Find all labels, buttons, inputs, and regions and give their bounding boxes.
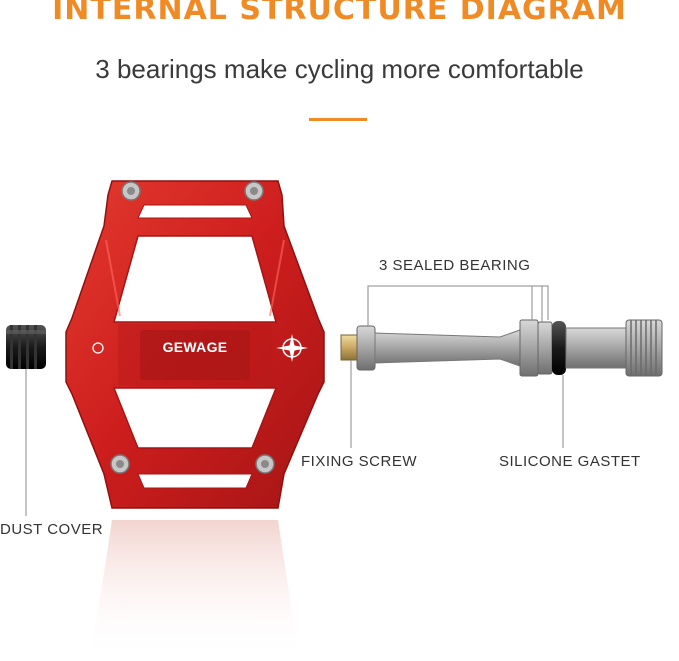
pedal-reflection (90, 520, 300, 661)
pedal-axle (341, 320, 662, 376)
pedal-brand-logo: GEWAGE (150, 339, 240, 355)
bearing-3 (538, 322, 552, 374)
dust-cover-label: DUST COVER (0, 521, 103, 538)
fixing-screw-label: FIXING SCREW (301, 453, 417, 470)
bolt-bottom-left (111, 455, 129, 473)
bolt-bottom-right (256, 455, 274, 473)
bearing-1 (357, 326, 375, 370)
silicone-gasket (552, 321, 566, 375)
bolt-top-right (245, 182, 263, 200)
fixing-screw-nut (341, 335, 359, 360)
sealed-bearing-label: 3 SEALED BEARING (379, 257, 530, 274)
bolt-top-left (122, 182, 140, 200)
dust-cover (6, 325, 46, 369)
bearing-2 (520, 320, 538, 376)
silicone-gasket-label: SILICONE GASTET (499, 453, 641, 470)
